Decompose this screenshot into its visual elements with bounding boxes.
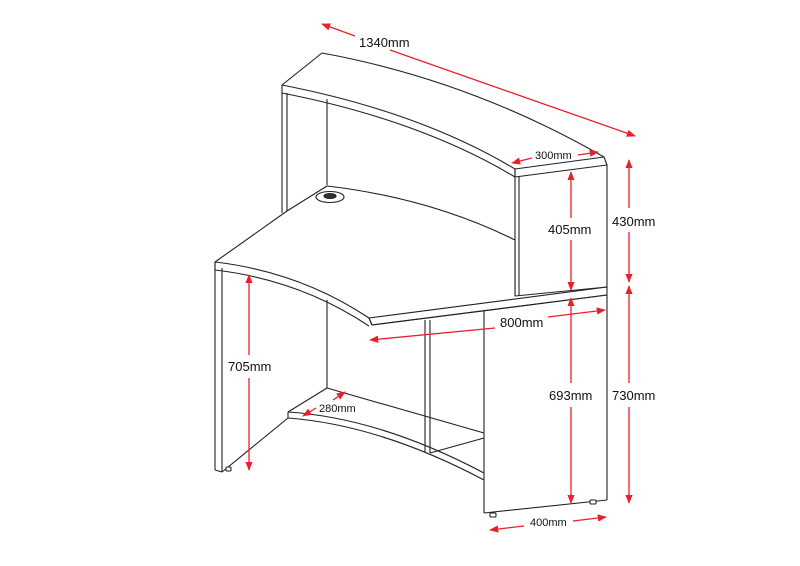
dim-arrow-end-panel-width (489, 525, 525, 533)
right-end-panel (483, 295, 608, 514)
dim-arrow-desk-depth (547, 307, 606, 318)
cable-grommet (315, 190, 345, 204)
dim-arrow-hutch-depth (577, 149, 599, 157)
label-left-leg-height: 705mm (228, 359, 271, 374)
left-end-panel (214, 262, 289, 473)
label-hutch-height: 430mm (612, 214, 655, 229)
desk-outline (214, 52, 608, 518)
dim-arrow-desk-depth (369, 327, 496, 343)
hutch-left-post (281, 93, 328, 213)
leveling-feet (225, 466, 597, 518)
dim-arrow-foot-shelf-depth (302, 407, 317, 417)
label-right-leg-height: 693mm (549, 388, 592, 403)
hutch-top (281, 52, 608, 178)
dimension-labels: 1340mm 300mm 405mm 430mm 800mm 705mm 280… (228, 35, 655, 529)
dim-arrow-end-panel-width (572, 514, 607, 522)
dim-arrow-hutch-length (389, 49, 636, 137)
modesty-panel (326, 300, 431, 453)
dimension-lines (245, 23, 636, 533)
foot-shelf (287, 387, 485, 481)
dim-arrow-hutch-length (321, 23, 356, 37)
label-hutch-length: 1340mm (359, 35, 410, 50)
label-desk-depth: 800mm (500, 315, 543, 330)
dim-arrow-foot-shelf-depth (332, 391, 346, 401)
desk-top (214, 185, 608, 327)
label-hutch-inner-height: 405mm (548, 222, 591, 237)
dim-arrow-hutch-depth (511, 157, 533, 165)
label-desk-height: 730mm (612, 388, 655, 403)
label-hutch-depth: 300mm (535, 150, 572, 162)
label-foot-shelf-depth: 280mm (319, 403, 356, 415)
label-end-panel-width: 400mm (530, 517, 567, 529)
